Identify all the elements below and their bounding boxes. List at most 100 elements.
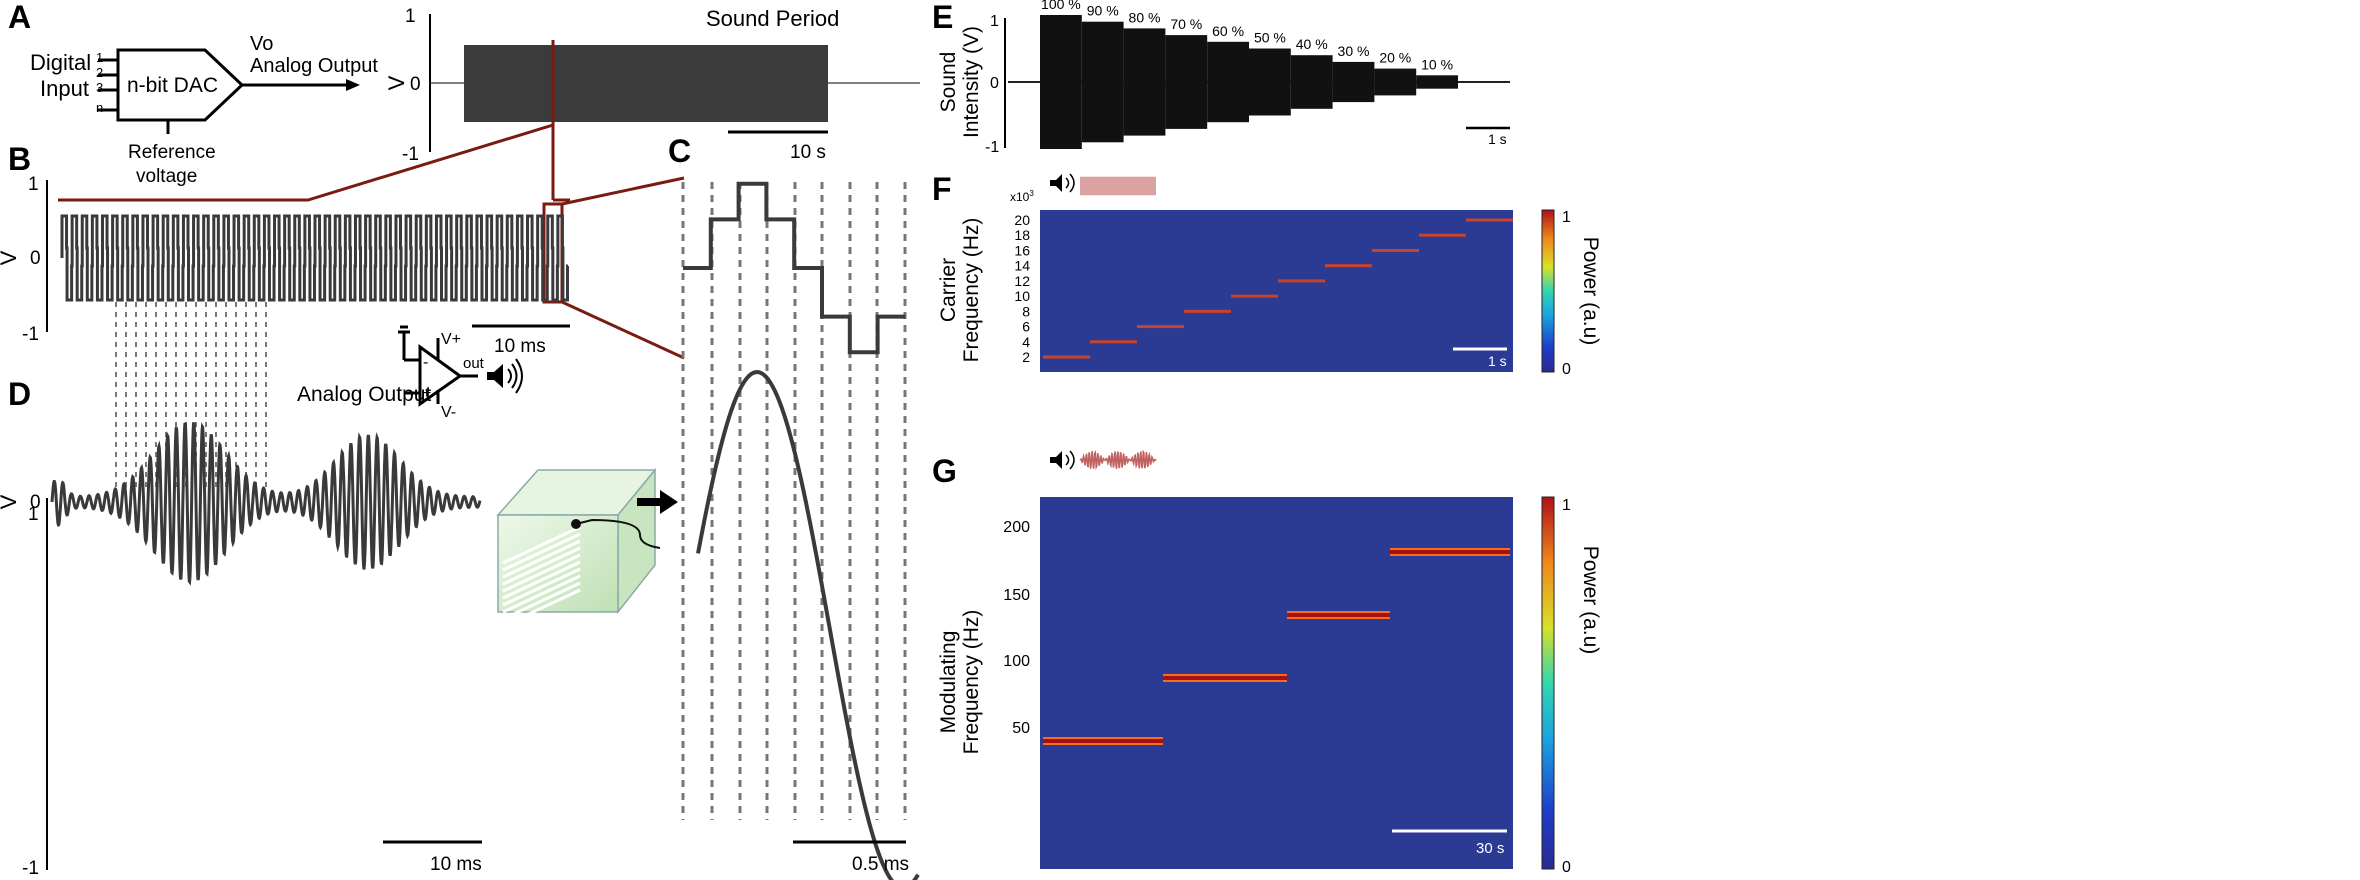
dac-input-label-1: Digital xyxy=(30,50,91,75)
g-modulation-bands xyxy=(1043,548,1510,745)
f-carrier-band xyxy=(1090,340,1137,344)
f-carrier-waveform-thumbnail xyxy=(1080,176,1156,196)
g-modulation-band xyxy=(1163,676,1287,680)
e-level-label: 20 % xyxy=(1379,50,1411,66)
panel-d-plot: 1 0 -1 0 V 10 ms V+ V- out - + Analog Ou… xyxy=(0,325,678,879)
f-exponent: x103 xyxy=(1010,189,1034,204)
b-ytick-m1: -1 xyxy=(22,324,39,345)
panel-b-plot: 1 0 -1 V 10 ms xyxy=(0,174,570,490)
g-colorbar xyxy=(1541,496,1555,870)
dac-title: n-bit DAC xyxy=(127,74,218,97)
e-ylabel-1: Sound xyxy=(937,52,960,113)
e-intensity-block xyxy=(1332,61,1375,103)
g-ytick: 100 xyxy=(1003,653,1030,670)
f-carrier-band xyxy=(1231,294,1278,298)
g-thumb-wave xyxy=(1079,449,1157,470)
a-ytick-1: 1 xyxy=(405,6,416,27)
f-ytick: 8 xyxy=(1022,303,1030,319)
panel-letter-f: F xyxy=(932,171,952,207)
g-ytick: 50 xyxy=(1012,720,1030,737)
b-ytick-1: 1 xyxy=(28,174,39,195)
e-intensity-block xyxy=(1123,28,1166,136)
g-modulation-band xyxy=(1390,550,1510,554)
g-ytick: 150 xyxy=(1003,587,1030,604)
f-carrier-band xyxy=(1184,309,1231,313)
f-spectrogram xyxy=(1040,210,1513,372)
g-spectrogram xyxy=(1040,497,1513,869)
dac-pin-1: 1 xyxy=(96,50,103,65)
e-level-labels: 100 %90 %80 %70 %60 %50 %40 %30 %20 %10 … xyxy=(1041,0,1453,72)
panel-letter-b: B xyxy=(8,141,31,177)
arrow-head-icon xyxy=(346,79,360,91)
dac-diagram: Digital Input n-bit DAC 1 2 3 n Vo Analo… xyxy=(30,33,378,187)
f-scalebar-label: 1 s xyxy=(1488,353,1507,369)
f-ylabel-2: Frequency (Hz) xyxy=(960,218,983,363)
f-carrier-band xyxy=(1278,279,1325,283)
opamp-vminus: V- xyxy=(441,404,456,421)
f-ytick: 6 xyxy=(1022,319,1030,335)
g-scalebar-label: 30 s xyxy=(1476,840,1504,857)
f-colorbar-tick-0: 0 xyxy=(1562,361,1571,378)
f-ytick: 18 xyxy=(1014,227,1030,243)
c-scalebar-label: 0.5 ms xyxy=(852,854,909,875)
e-level-label: 70 % xyxy=(1170,16,1202,32)
d-ytick-m1: -1 xyxy=(22,858,39,879)
e-level-label: 40 % xyxy=(1296,36,1328,52)
f-ytick: 10 xyxy=(1014,288,1030,304)
chamber-floor-bar xyxy=(502,560,581,600)
b-square-wave-trace xyxy=(60,214,569,302)
f-carrier-band xyxy=(1466,218,1513,222)
f-colorbar xyxy=(1541,209,1555,373)
b-ylabel: V xyxy=(0,250,21,265)
sound-block xyxy=(464,45,828,122)
chamber-floor-bar xyxy=(502,546,581,586)
speaker-icon xyxy=(487,358,523,394)
dac-input-label-2: Input xyxy=(40,76,89,101)
c-sample-lines xyxy=(681,182,907,820)
g-am-waveform-thumbnail xyxy=(1079,449,1157,470)
e-intensity-block xyxy=(1290,55,1333,109)
a-ylabel: V xyxy=(384,75,409,90)
g-modulation-band xyxy=(1287,613,1390,617)
panel-e-plot: 1 0 -1 Sound Intensity (V) 100 %90 %80 %… xyxy=(937,0,1510,156)
f-ytick: 2 xyxy=(1022,349,1030,365)
f-colorbar-tick-1: 1 xyxy=(1562,209,1571,226)
f-carrier-band xyxy=(1325,264,1372,268)
d-scalebar-label: 10 ms xyxy=(430,854,482,875)
e-level-label: 10 % xyxy=(1421,56,1453,72)
dac-out-label-2: Analog Output xyxy=(250,55,378,77)
f-carrier-band xyxy=(1137,325,1184,329)
chamber-floor-bar xyxy=(502,525,581,565)
f-ytick: 12 xyxy=(1014,273,1030,289)
f-carrier-band xyxy=(1419,233,1466,237)
opamp-plus: + xyxy=(422,385,431,402)
f-ytick: 4 xyxy=(1022,334,1030,350)
e-ytick-0: 0 xyxy=(990,75,999,92)
sound-period-title: Sound Period xyxy=(706,6,839,31)
e-ytick-m1: -1 xyxy=(985,139,999,156)
e-intensity-block xyxy=(1165,35,1208,129)
chamber-floor-bar xyxy=(502,567,581,607)
dac-pin-3: 3 xyxy=(96,80,103,95)
f-ytick: 16 xyxy=(1014,242,1030,258)
e-level-label: 80 % xyxy=(1129,9,1161,25)
e-intensity-block xyxy=(1081,21,1124,143)
g-ylabel-2: Frequency (Hz) xyxy=(960,610,983,755)
panel-letter-d: D xyxy=(8,376,31,412)
panel-c-plot: 0.5 ms xyxy=(681,181,920,880)
arrow-right-icon xyxy=(637,490,678,514)
e-level-label: 90 % xyxy=(1087,3,1119,19)
f-carrier-bands xyxy=(1043,218,1513,359)
d-ylabel: V xyxy=(0,494,21,509)
e-level-label: 100 % xyxy=(1041,0,1081,12)
g-speaker-icon xyxy=(1050,450,1075,470)
e-intensity-block xyxy=(1249,48,1291,116)
d-ytick-0-visible: 0 xyxy=(30,492,41,513)
dac-out-label-1: Vo xyxy=(250,33,273,55)
f-speaker-icon xyxy=(1050,173,1075,193)
b-ytick-0: 0 xyxy=(30,248,41,269)
c-dac-step-trace xyxy=(683,181,906,355)
